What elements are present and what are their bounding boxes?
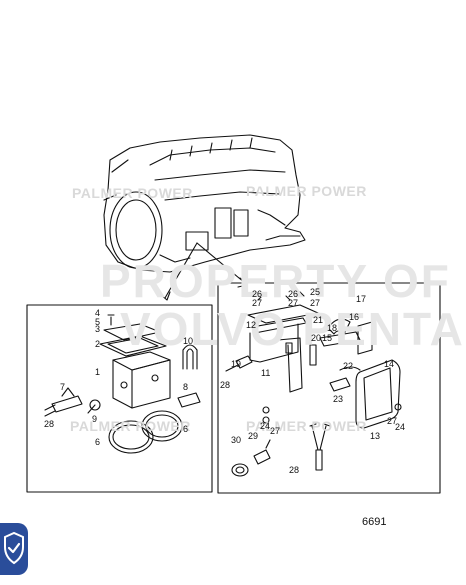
part-label: 27: [310, 298, 321, 308]
part-label: 11: [261, 368, 271, 378]
part-label: 28: [289, 465, 300, 475]
engine-illustration: [103, 134, 306, 273]
part-label: 27: [270, 426, 281, 436]
right-detail-panel: [217, 282, 441, 494]
watermark-brand-a: PALMER POWER: [72, 185, 193, 201]
part-label: 26: [288, 289, 299, 299]
part-label: 14: [384, 359, 395, 369]
part-label: 28: [44, 419, 55, 429]
part-label: 19: [231, 359, 242, 369]
part-label: 22: [343, 361, 354, 371]
part-label: 27: [252, 298, 263, 308]
part-label: 24: [260, 421, 271, 431]
part-label: 17: [356, 294, 367, 304]
part-label: 30: [231, 435, 242, 445]
part-label: 1: [95, 367, 101, 377]
callout-leaders: [159, 242, 248, 301]
part-label: 25: [310, 287, 321, 297]
part-label: 10: [183, 336, 194, 346]
part-label: 28: [220, 380, 231, 390]
part-label: 6: [95, 437, 101, 447]
part-label: 23: [333, 394, 344, 404]
part-label: 13: [370, 431, 381, 441]
watermark-property-line2: VOLVO PENTA: [120, 303, 465, 355]
part-label: 3: [95, 324, 101, 334]
part-label: 12: [246, 320, 257, 330]
watermark-brand-b: PALMER POWER: [246, 183, 367, 199]
part-label: 4: [95, 308, 101, 318]
part-label: 5: [95, 317, 101, 327]
part-label: 29: [248, 431, 259, 441]
part-label: 27: [288, 298, 299, 308]
part-label: 6: [183, 424, 189, 434]
part-label: 20: [311, 333, 322, 343]
left-detail-panel: [26, 304, 213, 493]
shield-check-icon[interactable]: [0, 523, 28, 575]
part-label: 18: [327, 323, 338, 333]
part-label: 26: [252, 289, 263, 299]
watermark-property-line1: PROPERTY OF: [100, 255, 451, 307]
watermark-brand-d: PALMER POWER: [246, 418, 367, 434]
part-label: 21: [313, 315, 324, 325]
part-label: 27: [387, 416, 398, 426]
figure-number: 6691: [362, 516, 387, 528]
part-label: 24: [395, 422, 406, 432]
part-label: 15: [322, 333, 333, 343]
part-label: 7: [60, 382, 66, 392]
watermark-brand-c: PALMER POWER: [70, 418, 191, 434]
part-label: 9: [92, 414, 98, 424]
right-panel-parts: [225, 291, 402, 477]
part-label: 16: [349, 312, 360, 322]
part-label: 2: [95, 339, 101, 349]
left-panel-parts: [44, 314, 201, 454]
part-label: 8: [183, 382, 189, 392]
